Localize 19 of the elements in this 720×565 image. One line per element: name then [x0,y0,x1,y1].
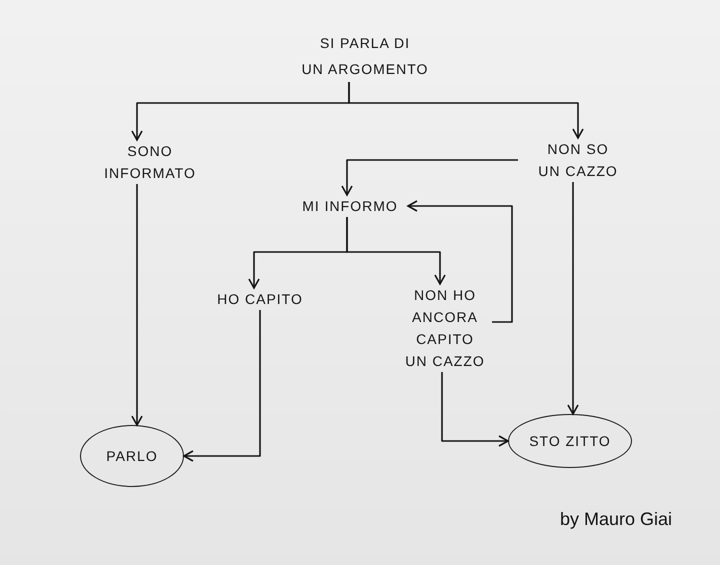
step-text: STO ZITTO [529,432,611,451]
step-text: MI INFORMO [302,197,398,216]
step-text: PARLO [106,447,158,466]
step-text: SI PARLA DI UN ARGOMENTO [302,34,428,79]
flow-arrow [346,217,446,285]
flow-arrow [131,184,143,426]
flow-arrow [183,310,261,462]
outcome-oval [508,414,632,468]
flow-arrow [441,372,509,447]
step-text: HO CAPITO [217,290,303,309]
author-credit: by Mauro Giai [560,509,672,530]
step-text: NON HO ANCORA CAPITO UN CAZZO [405,286,485,371]
step-text: NON SO UN CAZZO [538,140,618,181]
step-text: SONO INFORMATO [104,142,196,183]
flow-arrow [567,182,579,415]
flow-arrow [348,82,584,139]
outcome-oval [80,425,184,487]
flow-arrow [341,159,518,196]
flow-arrow [407,200,513,323]
